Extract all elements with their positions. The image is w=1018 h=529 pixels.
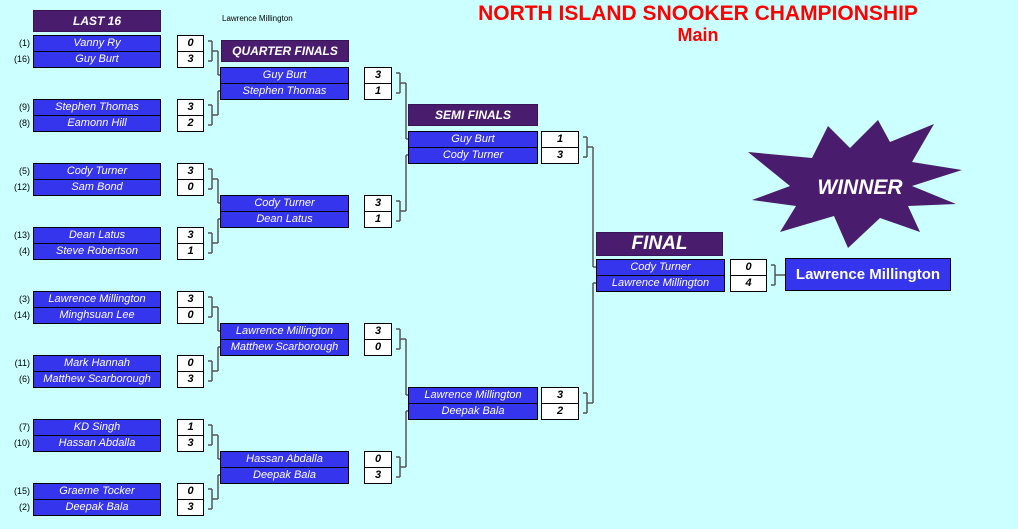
winner-star-icon — [748, 120, 962, 248]
player-name: Steve Robertson — [33, 243, 161, 260]
player-name: Lawrence Millington — [220, 323, 349, 340]
player-name: Sam Bond — [33, 179, 161, 196]
player-score: 2 — [177, 115, 204, 132]
player-name: Guy Burt — [408, 131, 538, 148]
seed-label: (13) — [13, 230, 30, 240]
player-score: 4 — [730, 275, 767, 292]
player-name: Guy Burt — [33, 51, 161, 68]
player-name: Deepak Bala — [33, 499, 161, 516]
seed-label: (14) — [13, 310, 30, 320]
header-semi-finals: SEMI FINALS — [408, 104, 538, 126]
player-name: Vanny Ry — [33, 35, 161, 52]
seed-label: (8) — [19, 118, 30, 128]
player-name: Dean Latus — [220, 211, 349, 228]
player-score: 3 — [364, 467, 392, 484]
player-score: 3 — [177, 499, 204, 516]
seed-label: (9) — [19, 102, 30, 112]
seed-label: (2) — [19, 502, 30, 512]
player-name: Matthew Scarborough — [220, 339, 349, 356]
player-score: 3 — [364, 195, 392, 212]
player-score: 3 — [364, 323, 392, 340]
seed-label: (12) — [13, 182, 30, 192]
seed-label: (15) — [13, 486, 30, 496]
player-name: Graeme Tocker — [33, 483, 161, 500]
header-quarter-finals: QUARTER FINALS — [221, 40, 349, 62]
seed-label: (4) — [19, 246, 30, 256]
player-score: 0 — [364, 339, 392, 356]
player-score: 3 — [541, 387, 579, 404]
player-score: 3 — [364, 67, 392, 84]
player-name: KD Singh — [33, 419, 161, 436]
seed-label: (1) — [19, 38, 30, 48]
header-last16: LAST 16 — [33, 10, 161, 32]
caption-text: Lawrence Millington — [222, 14, 293, 23]
player-score: 1 — [541, 131, 579, 148]
player-name: Cody Turner — [33, 163, 161, 180]
player-score: 3 — [177, 227, 204, 244]
player-score: 3 — [541, 147, 579, 164]
seed-label: (10) — [13, 438, 30, 448]
player-name: Minghsuan Lee — [33, 307, 161, 324]
player-name: Deepak Bala — [220, 467, 349, 484]
header-final: FINAL — [596, 232, 723, 256]
player-score: 0 — [177, 483, 204, 500]
player-name: Lawrence Millington — [596, 275, 725, 292]
winner-label: WINNER — [817, 176, 903, 199]
player-score: 1 — [177, 419, 204, 436]
player-name: Lawrence Millington — [33, 291, 161, 308]
player-score: 0 — [364, 451, 392, 468]
player-score: 3 — [177, 163, 204, 180]
player-name: Cody Turner — [220, 195, 349, 212]
player-score: 1 — [177, 243, 204, 260]
player-name: Dean Latus — [33, 227, 161, 244]
player-name: Stephen Thomas — [33, 99, 161, 116]
player-name: Cody Turner — [408, 147, 538, 164]
seed-label: (16) — [13, 54, 30, 64]
player-score: 3 — [177, 371, 204, 388]
player-name: Hassan Abdalla — [220, 451, 349, 468]
player-score: 1 — [364, 83, 392, 100]
player-score: 2 — [541, 403, 579, 420]
player-score: 0 — [177, 179, 204, 196]
player-name: Matthew Scarborough — [33, 371, 161, 388]
seed-label: (5) — [19, 166, 30, 176]
player-name: Hassan Abdalla — [33, 435, 161, 452]
seed-label: (3) — [19, 294, 30, 304]
winner-box: Lawrence Millington — [785, 258, 951, 291]
player-name: Lawrence Millington — [408, 387, 538, 404]
player-name: Cody Turner — [596, 259, 725, 276]
player-score: 0 — [730, 259, 767, 276]
player-score: 3 — [177, 99, 204, 116]
player-name: Eamonn Hill — [33, 115, 161, 132]
page-subtitle: Main — [677, 25, 719, 45]
player-score: 0 — [177, 355, 204, 372]
player-name: Deepak Bala — [408, 403, 538, 420]
seed-label: (6) — [19, 374, 30, 384]
player-name: Mark Hannah — [33, 355, 161, 372]
player-score: 0 — [177, 35, 204, 52]
player-score: 3 — [177, 51, 204, 68]
player-name: Guy Burt — [220, 67, 349, 84]
player-score: 0 — [177, 307, 204, 324]
player-score: 1 — [364, 211, 392, 228]
player-score: 3 — [177, 291, 204, 308]
player-name: Stephen Thomas — [220, 83, 349, 100]
page-title: NORTH ISLAND SNOOKER CHAMPIONSHIP — [478, 2, 918, 25]
player-score: 3 — [177, 435, 204, 452]
seed-label: (7) — [19, 422, 30, 432]
seed-label: (11) — [14, 358, 30, 368]
